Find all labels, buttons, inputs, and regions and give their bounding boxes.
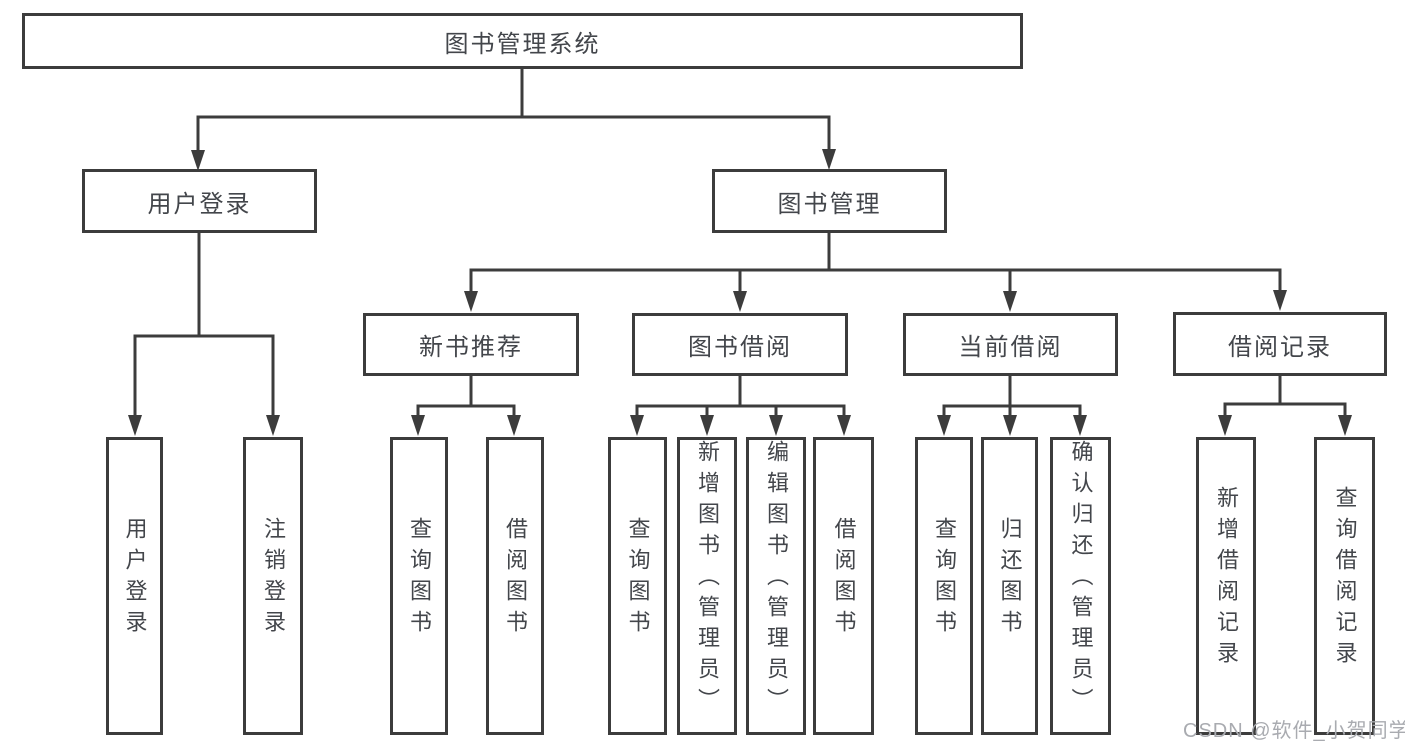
node-borrow-record: 借阅记录 bbox=[1173, 312, 1387, 376]
connector-user-login-to-leaves bbox=[128, 231, 280, 436]
leaf-add-borrow-record-label: 新增借阅记录 bbox=[1214, 486, 1239, 672]
node-book-management-label: 图书管理 bbox=[777, 190, 882, 218]
leaf-add-borrow-record: 新增借阅记录 bbox=[1196, 437, 1256, 735]
leaf-query-borrow-record-label: 查询借阅记录 bbox=[1332, 486, 1358, 672]
node-current-borrow: 当前借阅 bbox=[903, 313, 1118, 376]
leaf-user-login: 用户登录 bbox=[106, 437, 163, 735]
leaf-new-book-query-label: 查询图书 bbox=[407, 517, 432, 641]
node-book-management: 图书管理 bbox=[712, 169, 947, 233]
leaf-logout: 注销登录 bbox=[243, 437, 303, 735]
connector-book-borrow-to-leaves bbox=[630, 374, 851, 436]
leaf-new-book-query: 查询图书 bbox=[390, 437, 448, 735]
leaf-confirm-return-admin-label: 确认归还（管理员） bbox=[1068, 439, 1094, 719]
connector-borrow-record-to-leaves bbox=[1218, 374, 1352, 436]
node-current-borrow-label: 当前借阅 bbox=[958, 334, 1063, 361]
node-book-borrow-label: 图书借阅 bbox=[688, 334, 792, 361]
leaf-return-book: 归还图书 bbox=[981, 437, 1038, 735]
leaf-borrow-book-label: 借阅图书 bbox=[831, 517, 857, 641]
leaf-borrow-query-label: 查询图书 bbox=[625, 517, 651, 641]
leaf-add-book-admin-label: 新增图书（管理员） bbox=[695, 439, 720, 719]
node-root-label: 图书管理系统 bbox=[444, 30, 601, 58]
leaf-edit-book-admin: 编辑图书（管理员） bbox=[746, 437, 806, 735]
node-borrow-record-label: 借阅记录 bbox=[1228, 333, 1332, 361]
leaf-borrow-query: 查询图书 bbox=[608, 437, 667, 735]
connector-book-management-to-level2 bbox=[464, 231, 1287, 312]
connector-root-to-level1 bbox=[191, 67, 836, 171]
leaf-return-book-label: 归还图书 bbox=[997, 517, 1023, 641]
leaf-confirm-return-admin: 确认归还（管理员） bbox=[1050, 437, 1111, 735]
leaf-query-borrow-record: 查询借阅记录 bbox=[1314, 437, 1375, 735]
node-book-borrow: 图书借阅 bbox=[632, 313, 848, 376]
leaf-edit-book-admin-label: 编辑图书（管理员） bbox=[764, 439, 789, 719]
leaf-current-query: 查询图书 bbox=[915, 437, 973, 735]
node-user-login: 用户登录 bbox=[82, 169, 317, 233]
csdn-watermark: CSDN @软件_小贺同学 bbox=[1183, 720, 1405, 742]
leaf-logout-label: 注销登录 bbox=[261, 517, 286, 641]
leaf-user-login-label: 用户登录 bbox=[122, 517, 148, 641]
node-root: 图书管理系统 bbox=[22, 13, 1023, 69]
node-user-login-label: 用户登录 bbox=[147, 190, 252, 218]
leaf-new-book-borrow: 借阅图书 bbox=[486, 437, 544, 735]
connector-current-borrow-to-leaves bbox=[937, 374, 1087, 436]
node-new-book-recommend-label: 新书推荐 bbox=[419, 334, 523, 361]
connector-new-book-to-leaves bbox=[411, 374, 521, 436]
leaf-add-book-admin: 新增图书（管理员） bbox=[677, 437, 737, 735]
leaf-borrow-book: 借阅图书 bbox=[813, 437, 874, 735]
leaf-new-book-borrow-label: 借阅图书 bbox=[503, 517, 528, 641]
node-new-book-recommend: 新书推荐 bbox=[363, 313, 579, 376]
leaf-current-query-label: 查询图书 bbox=[932, 517, 957, 641]
